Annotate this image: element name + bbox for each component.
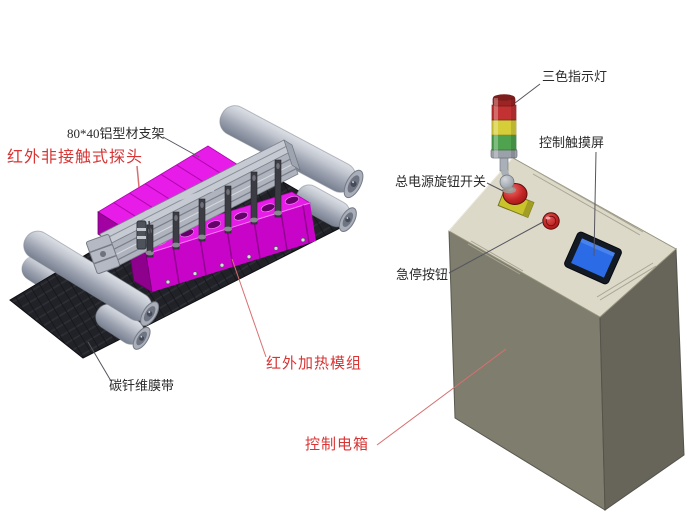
- leader-aluminum-bracket: [162, 136, 200, 158]
- leader-heating-module: [231, 258, 267, 358]
- heater-screws: [165, 237, 306, 285]
- leader-estop: [448, 221, 544, 274]
- probe-brackets: [146, 159, 282, 258]
- leader-carbon-belt: [87, 341, 112, 382]
- label-aluminum-bracket: 80*40铝型材支架: [67, 126, 165, 141]
- label-touchscreen: 控制触摸屏: [539, 135, 605, 150]
- panel-grooves: [467, 170, 657, 301]
- label-carbon-belt: 碳钎维膜带: [109, 378, 175, 393]
- label-estop: 急停按钮: [396, 267, 449, 282]
- beam-end-profile: [85, 233, 121, 275]
- probe-cable: [139, 188, 215, 220]
- label-ir-probe: 红外非接触式探头: [7, 149, 144, 166]
- roller-top-front: [295, 184, 357, 232]
- label-stack-light: 三色指示灯: [542, 69, 608, 84]
- leader-power-knob: [486, 182, 504, 192]
- roller-rear-left-end: [95, 303, 151, 350]
- label-heating-module: 红外加热模组: [266, 356, 363, 372]
- label-control-cabinet: 控制电箱: [305, 437, 370, 453]
- label-power-knob: 总电源旋钮开关: [395, 174, 487, 189]
- leader-control-cabinet: [376, 348, 507, 446]
- control-cabinet: [448, 157, 685, 511]
- estop-button: [542, 212, 560, 230]
- leader-stack-light: [514, 83, 541, 104]
- stack-light: [490, 94, 518, 194]
- leader-lines-black: [87, 83, 597, 382]
- touchscreen: [564, 231, 622, 285]
- leader-touchscreen: [593, 151, 597, 257]
- leader-lines-red: [136, 165, 507, 446]
- ir-probe-sensor: [136, 188, 215, 253]
- leader-ir-probe: [136, 165, 140, 188]
